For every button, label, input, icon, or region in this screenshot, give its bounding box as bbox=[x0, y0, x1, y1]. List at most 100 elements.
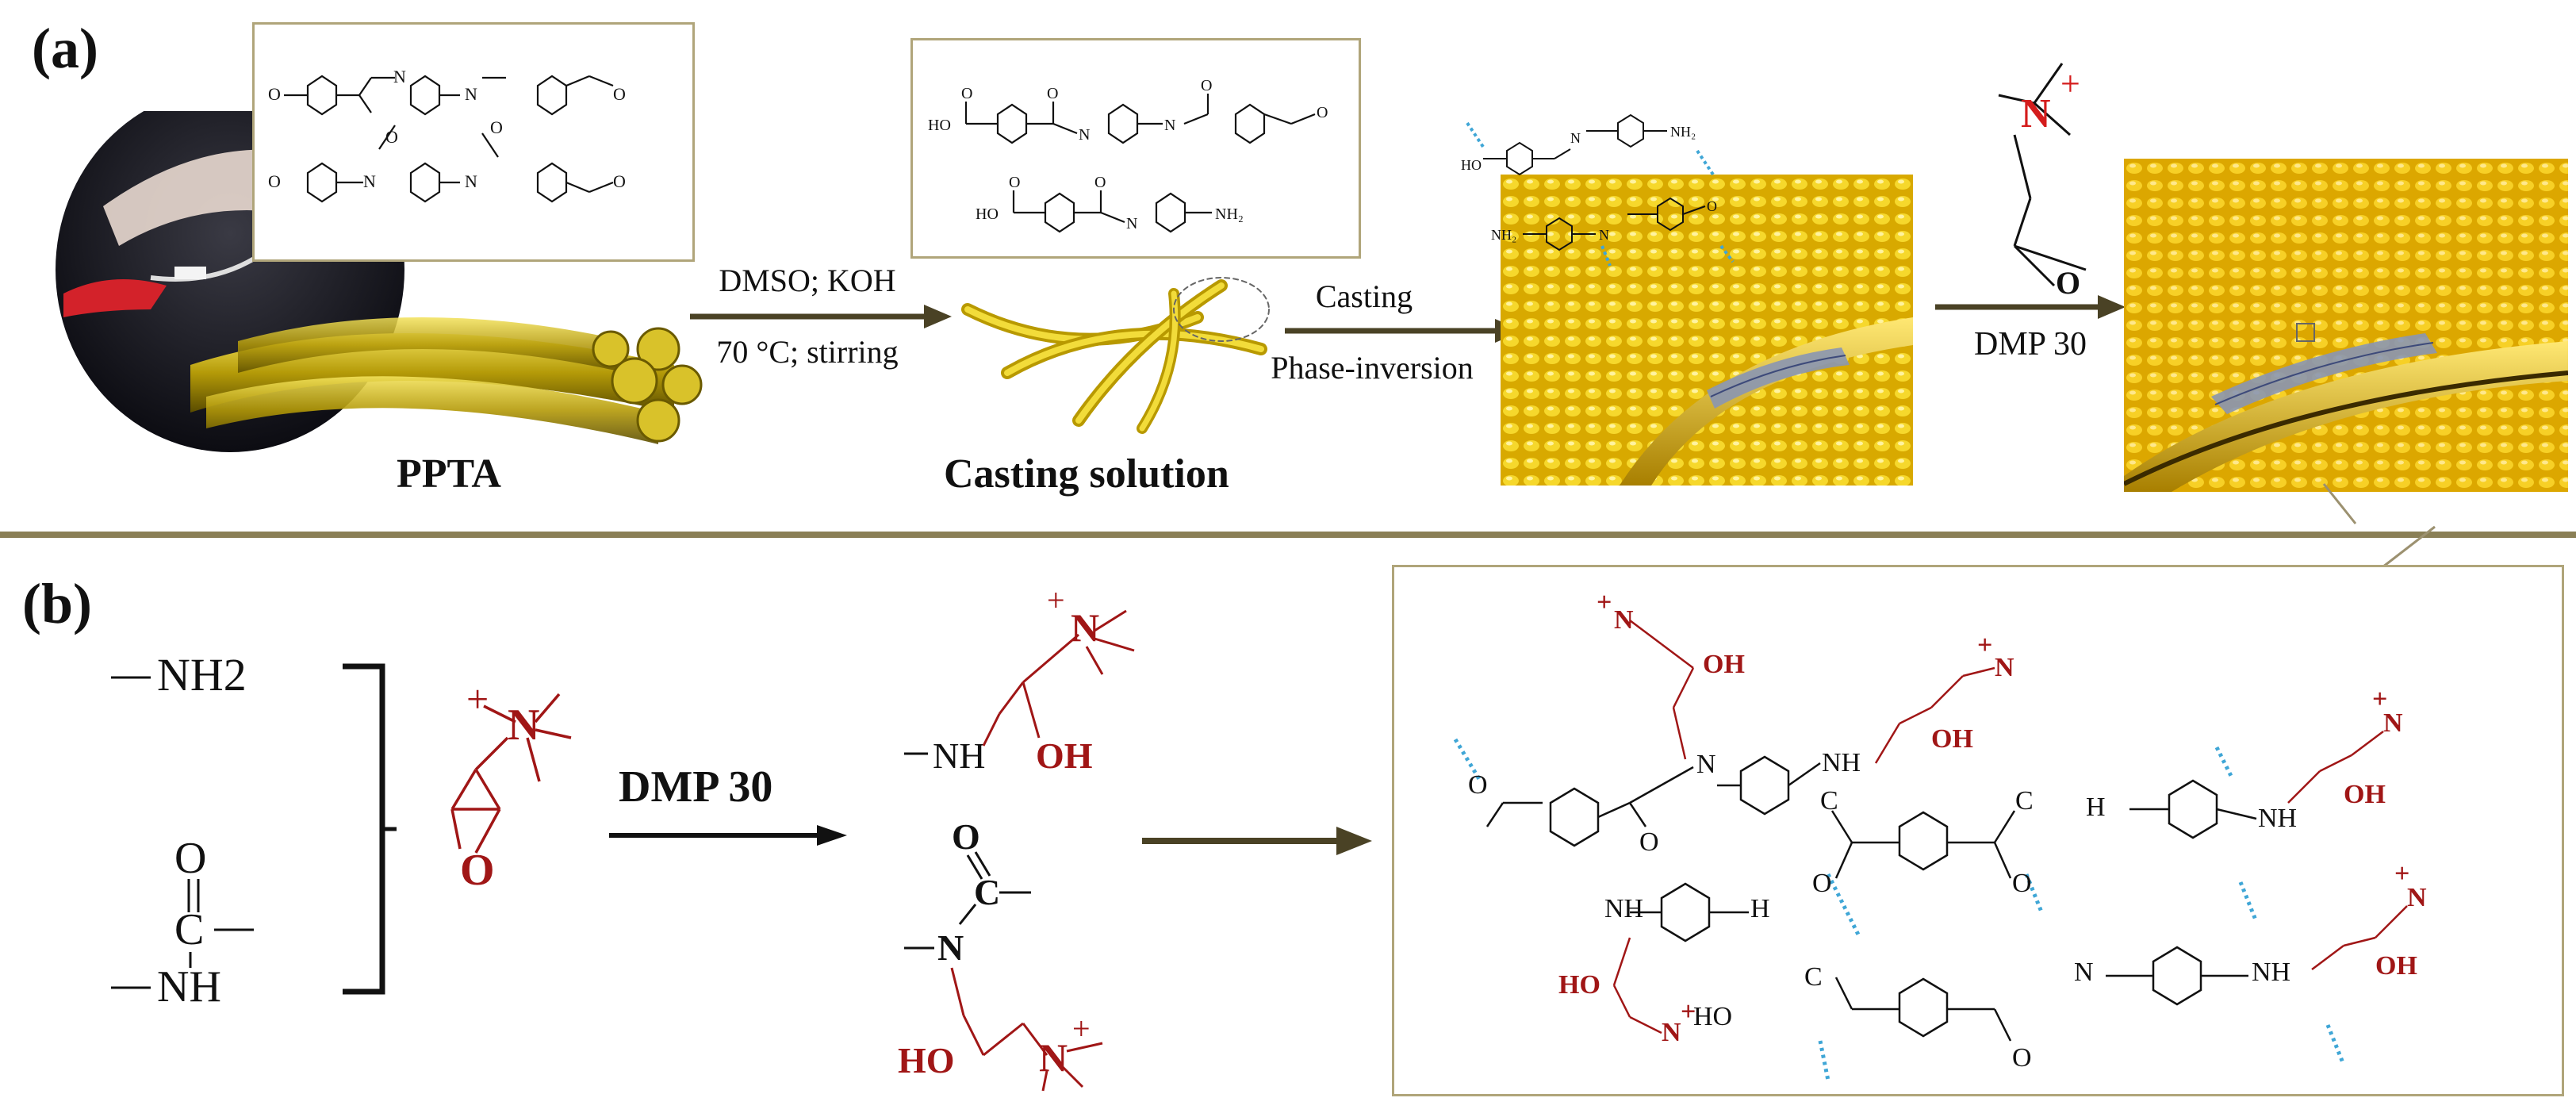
cs-o-1: O bbox=[961, 85, 972, 102]
membrane-surface-image-2 bbox=[2124, 159, 2568, 492]
net-n-red-5: N bbox=[1662, 1018, 1681, 1047]
prod1-plus: + bbox=[1047, 587, 1065, 618]
membrane-surface-image-1 bbox=[1501, 175, 1913, 486]
net-o-5: O bbox=[2012, 1043, 2032, 1073]
net-h-1: H bbox=[1750, 894, 1770, 923]
panel-b-reaction-arrow bbox=[609, 825, 847, 846]
net-oh-4: OH bbox=[2375, 951, 2417, 981]
net-ho-red-1: HO bbox=[1558, 970, 1600, 1000]
membrane-1-structure-svg: HO N NH₂ NH₂ N O bbox=[1461, 113, 1735, 267]
cs-o-4: O bbox=[1317, 104, 1328, 121]
panel-b-gtmac-svg: O N + bbox=[450, 677, 572, 895]
ppta-o-3: O bbox=[385, 127, 398, 147]
panel-b-gtmac-o: O bbox=[460, 846, 495, 895]
panel-b-reagent-label: DMP 30 bbox=[619, 762, 773, 812]
net-h-2: H bbox=[2086, 793, 2106, 822]
net-plus-2: + bbox=[1977, 631, 1992, 660]
ppta-structure-frame bbox=[252, 22, 695, 262]
amide-o: O bbox=[174, 834, 206, 883]
panel-b-gtmac-n: N bbox=[508, 701, 539, 750]
casting-solution-structure-svg: HO O O N N O O HO O O N NH₂ bbox=[928, 77, 1328, 233]
step3-line1: DMP 30 bbox=[1974, 326, 2087, 363]
ppta-caption: PPTA bbox=[397, 451, 501, 497]
prod2-n-2: N bbox=[1039, 1035, 1068, 1080]
amine-group-label: NH2 bbox=[157, 649, 247, 701]
ppta-n-1: N bbox=[393, 67, 406, 86]
m1-nh2: NH₂ bbox=[1670, 124, 1696, 140]
net-n-1: N bbox=[1696, 750, 1716, 779]
amide-nh-label: NH bbox=[157, 962, 221, 1011]
cs-o-6: O bbox=[1094, 174, 1106, 191]
net-plus-4: + bbox=[2394, 859, 2409, 889]
zoom-callout-line bbox=[2322, 483, 2436, 571]
panel-a-label: (a) bbox=[32, 17, 98, 80]
prod1-nh: NH bbox=[933, 735, 985, 776]
net-n-red-3: N bbox=[2383, 708, 2403, 738]
ppta-n-4: N bbox=[465, 171, 477, 191]
step1-line1: DMSO; KOH bbox=[719, 263, 896, 298]
network-structure-frame bbox=[1392, 565, 2564, 1096]
ppta-o-4: O bbox=[490, 117, 503, 137]
prod2-c: C bbox=[974, 872, 1000, 912]
prod2-ho: HO bbox=[898, 1040, 955, 1081]
ppta-o-1: O bbox=[268, 84, 281, 104]
ppta-structure-svg: O O O O N N N N O O bbox=[268, 67, 626, 203]
prod2-o: O bbox=[952, 816, 980, 857]
net-o-3: O bbox=[1812, 869, 1832, 898]
prod2-plus: + bbox=[1072, 1011, 1091, 1046]
casting-solution-caption: Casting solution bbox=[944, 451, 1229, 497]
m1-o: O bbox=[1707, 198, 1717, 214]
ppta-o-6: O bbox=[613, 171, 626, 191]
network-structure-svg: O O N NH C C O O NH H H NH C HO O N NH N… bbox=[1453, 588, 2427, 1081]
cs-ho-2: HO bbox=[976, 205, 999, 223]
ppta-o-2: O bbox=[268, 171, 281, 191]
net-o-1: O bbox=[1468, 770, 1488, 800]
panel-b-label: (b) bbox=[22, 572, 92, 635]
step3-arrow bbox=[1935, 295, 2126, 319]
cs-nh2: NH₂ bbox=[1215, 205, 1244, 223]
net-nh-3: NH bbox=[2258, 804, 2297, 833]
m1-n-2: N bbox=[1599, 227, 1609, 243]
net-oh-2: OH bbox=[1931, 724, 1973, 754]
cs-n-3: N bbox=[1126, 215, 1137, 232]
net-nh-1: NH bbox=[1822, 748, 1861, 777]
cs-o-5: O bbox=[1009, 174, 1020, 191]
cs-o-3: O bbox=[1201, 77, 1212, 94]
cs-ho-1: HO bbox=[928, 117, 951, 134]
net-oh-1: OH bbox=[1703, 650, 1745, 679]
net-plus-5: + bbox=[1681, 997, 1696, 1027]
net-nh-2: NH bbox=[1604, 894, 1643, 923]
net-n-2: N bbox=[2074, 958, 2094, 987]
net-n-red-2: N bbox=[1995, 653, 2014, 682]
panel-b-network-arrow bbox=[1142, 827, 1372, 855]
net-c-1: C bbox=[1820, 786, 1838, 816]
reactant-groups-svg: NH2 O C NH bbox=[111, 649, 397, 1011]
cs-n-2: N bbox=[1164, 117, 1175, 134]
net-ho-1: HO bbox=[1693, 1002, 1732, 1031]
net-c-2: C bbox=[2015, 786, 2034, 816]
amide-c: C bbox=[174, 905, 204, 954]
net-c-3: C bbox=[1804, 962, 1823, 992]
cs-n-1: N bbox=[1079, 126, 1090, 144]
panel-divider bbox=[0, 532, 2576, 538]
m1-n: N bbox=[1570, 130, 1581, 146]
net-n-red-4: N bbox=[2407, 883, 2427, 912]
step2-arrow bbox=[1285, 319, 1523, 343]
net-n-red-1: N bbox=[1614, 605, 1634, 635]
gtmac-n: N bbox=[2021, 91, 2051, 136]
prod2-n: N bbox=[937, 927, 964, 968]
step1-line2: 70 °C; stirring bbox=[716, 334, 899, 370]
m1-h2n: NH₂ bbox=[1491, 227, 1516, 243]
panel-b-products-svg: NH OH N + O C N HO N + bbox=[898, 587, 1135, 1092]
net-plus-1: + bbox=[1597, 588, 1612, 617]
cs-o-2: O bbox=[1047, 85, 1058, 102]
m1-ho: HO bbox=[1461, 157, 1482, 173]
gtmac-plus: + bbox=[2060, 64, 2080, 103]
net-o-2: O bbox=[1639, 827, 1659, 857]
net-oh-3: OH bbox=[2344, 780, 2386, 809]
net-o-4: O bbox=[2012, 869, 2032, 898]
ppta-n-2: N bbox=[465, 84, 477, 104]
gtmac-molecule-svg: N + O bbox=[1998, 63, 2087, 301]
step1-arrow bbox=[690, 305, 952, 328]
ppta-n-3: N bbox=[363, 171, 376, 191]
